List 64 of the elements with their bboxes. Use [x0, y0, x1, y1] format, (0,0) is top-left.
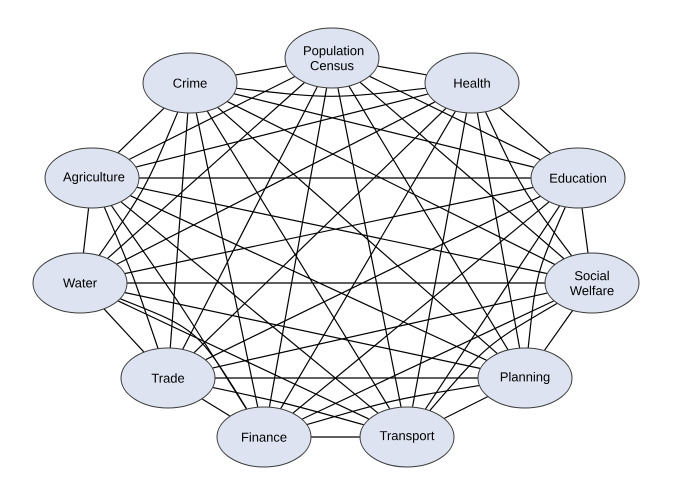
ellipse-node: Finance [216, 406, 312, 468]
connector-line [528, 207, 566, 348]
connector-line [212, 292, 548, 369]
connector-line [212, 386, 364, 426]
ellipse-node: Water [32, 252, 128, 314]
connector-line [128, 282, 544, 284]
connector-line [337, 88, 402, 407]
connector-line [116, 101, 436, 265]
connector-line [196, 113, 258, 407]
connector-line [130, 195, 487, 361]
connector-line [292, 202, 550, 414]
connector-line [234, 93, 534, 168]
connector-line [444, 396, 488, 419]
connector-line [280, 111, 456, 409]
connector-line [236, 65, 286, 76]
connector-line [360, 82, 564, 259]
connector-line [182, 86, 318, 350]
connector-line [111, 205, 247, 410]
connector-line [206, 196, 540, 360]
connector-line [412, 113, 468, 407]
ellipse-node: Population Census [284, 28, 380, 88]
connector-line [170, 113, 188, 348]
connector-line [140, 177, 530, 179]
ellipse-node: Trade [120, 348, 216, 408]
connector-line [104, 308, 144, 352]
connector-line [202, 398, 230, 416]
connector-line [378, 66, 426, 76]
ellipse-node: Planning [478, 348, 572, 408]
connector-line [206, 111, 390, 409]
connector-line [312, 436, 360, 438]
connector-line [118, 300, 369, 420]
connector-line [268, 88, 328, 407]
connector-line [82, 208, 90, 253]
connector-line [499, 107, 551, 154]
connector-line [348, 86, 508, 350]
connector-line [120, 202, 378, 414]
connector-line [430, 303, 558, 411]
connector-line [544, 310, 573, 351]
connector-line [218, 107, 498, 354]
connector-line [236, 88, 426, 97]
connector-line [370, 76, 540, 160]
connector-line [302, 300, 554, 420]
connector-line [476, 113, 520, 348]
connector-line [124, 292, 480, 369]
connector-line [98, 112, 178, 256]
ellipse-node: Social Welfare [544, 252, 640, 314]
ellipse-node: Agriculture [44, 148, 140, 208]
connector-line [227, 101, 555, 265]
ellipse-node: Health [424, 52, 520, 114]
connector-line [136, 93, 428, 168]
connector-line [194, 108, 446, 353]
ellipse-node: Education [530, 148, 626, 208]
connector-line [107, 82, 305, 259]
connector-line [425, 206, 560, 410]
ellipse-node: Transport [360, 406, 454, 468]
connector-line [118, 108, 164, 153]
connector-line [216, 377, 478, 379]
connector-line [120, 298, 248, 409]
connector-line [104, 207, 158, 348]
connector-line [485, 112, 572, 256]
connector-line [129, 76, 295, 160]
connector-line [581, 208, 589, 253]
connector-line [307, 384, 480, 426]
ellipse-node: Crime [142, 52, 238, 114]
